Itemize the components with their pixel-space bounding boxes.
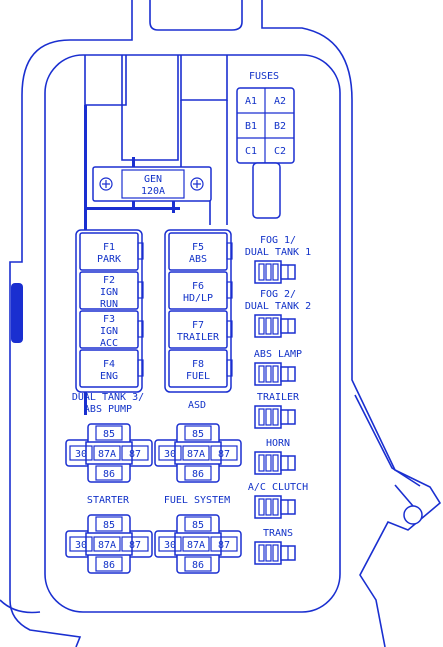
relay-pin: 87A — [98, 540, 116, 551]
relay-label: ASD — [188, 400, 206, 411]
micro-relay-5[interactable]: A/C CLUTCH — [248, 482, 308, 519]
relay-pin: 86 — [192, 469, 204, 480]
relay-pin: 87A — [187, 540, 205, 551]
relay-label: DUAL TANK 3/ABS PUMP — [72, 392, 144, 415]
side-latch — [11, 283, 23, 343]
micro-relay-2[interactable]: ABS LAMP — [254, 349, 302, 386]
micro-relay-3[interactable]: TRAILER — [254, 392, 300, 429]
relay-pin: 86 — [192, 560, 204, 571]
gen-fuse-rating: 120A — [141, 186, 165, 197]
iso-relay-1[interactable]: ASD 85 30 87A 87 86 — [154, 400, 242, 483]
gen-fuse[interactable]: GEN 120A — [92, 166, 212, 202]
minifuse-block — [236, 87, 295, 219]
minifuse-A2[interactable]: A2 — [274, 96, 286, 107]
minifuse-labels: A1 A2 B1 B2 C1 C2 — [245, 96, 286, 157]
mount-knob — [403, 505, 423, 525]
fuses-header: FUSES — [249, 71, 279, 82]
micro-relay-1[interactable]: FOG 2/DUAL TANK 2 — [245, 289, 311, 338]
relay-pin: 87 — [218, 449, 230, 460]
minifuse-B2[interactable]: B2 — [274, 121, 286, 132]
relay-pin: 30 — [164, 540, 176, 551]
relay-pin: 85 — [103, 429, 115, 440]
micro-relay-6[interactable]: TRANS — [254, 528, 296, 565]
relay-pin: 85 — [103, 520, 115, 531]
micro-relay-label: TRAILER — [257, 392, 300, 403]
micro-relay-label: HORN — [266, 438, 290, 449]
relay-pin: 85 — [192, 429, 204, 440]
micro-relay-label: TRANS — [263, 528, 293, 539]
relay-pin: 86 — [103, 469, 115, 480]
relay-label: FUEL SYSTEM — [164, 495, 230, 506]
iso-relay-0[interactable]: DUAL TANK 3/ABS PUMP 85 30 87A 87 86 — [65, 392, 153, 483]
inner-panel — [44, 54, 341, 613]
micro-relay-label: FOG 1/DUAL TANK 1 — [245, 235, 311, 258]
micro-relay-4[interactable]: HORN — [254, 438, 296, 475]
relay-pin: 87 — [218, 540, 230, 551]
minifuse-B1[interactable]: B1 — [245, 121, 257, 132]
micro-relay-column: FOG 1/DUAL TANK 1 FOG 2/DUAL TANK 2 ABS LA… — [245, 235, 311, 565]
relay-pin: 87 — [129, 449, 141, 460]
relay-label: STARTER — [87, 495, 130, 506]
minifuse-A1[interactable]: A1 — [245, 96, 257, 107]
gen-fuse-name: GEN — [144, 174, 162, 185]
iso-relay-3[interactable]: FUEL SYSTEM 85 30 87A 87 86 — [154, 495, 242, 574]
relay-pin: 87 — [129, 540, 141, 551]
micro-relay-label: A/C CLUTCH — [248, 482, 308, 493]
micro-relay-label: FOG 2/DUAL TANK 2 — [245, 289, 311, 312]
relay-pin: 30 — [75, 449, 87, 460]
relay-pin: 30 — [164, 449, 176, 460]
relay-pin: 87A — [98, 449, 116, 460]
iso-relay-2[interactable]: STARTER 85 30 87A 87 86 — [65, 495, 153, 574]
relay-pin: 30 — [75, 540, 87, 551]
micro-relay-0[interactable]: FOG 1/DUAL TANK 1 — [245, 235, 311, 284]
relay-pin: 85 — [192, 520, 204, 531]
iso-relay-group: DUAL TANK 3/ABS PUMP 85 30 87A 87 86 ASD 85 30 87… — [65, 392, 242, 574]
relay-pin: 87A — [187, 449, 205, 460]
minifuse-C1[interactable]: C1 — [245, 146, 257, 157]
micro-relay-label: ABS LAMP — [254, 349, 302, 360]
minifuse-C2[interactable]: C2 — [274, 146, 286, 157]
relay-pin: 86 — [103, 560, 115, 571]
